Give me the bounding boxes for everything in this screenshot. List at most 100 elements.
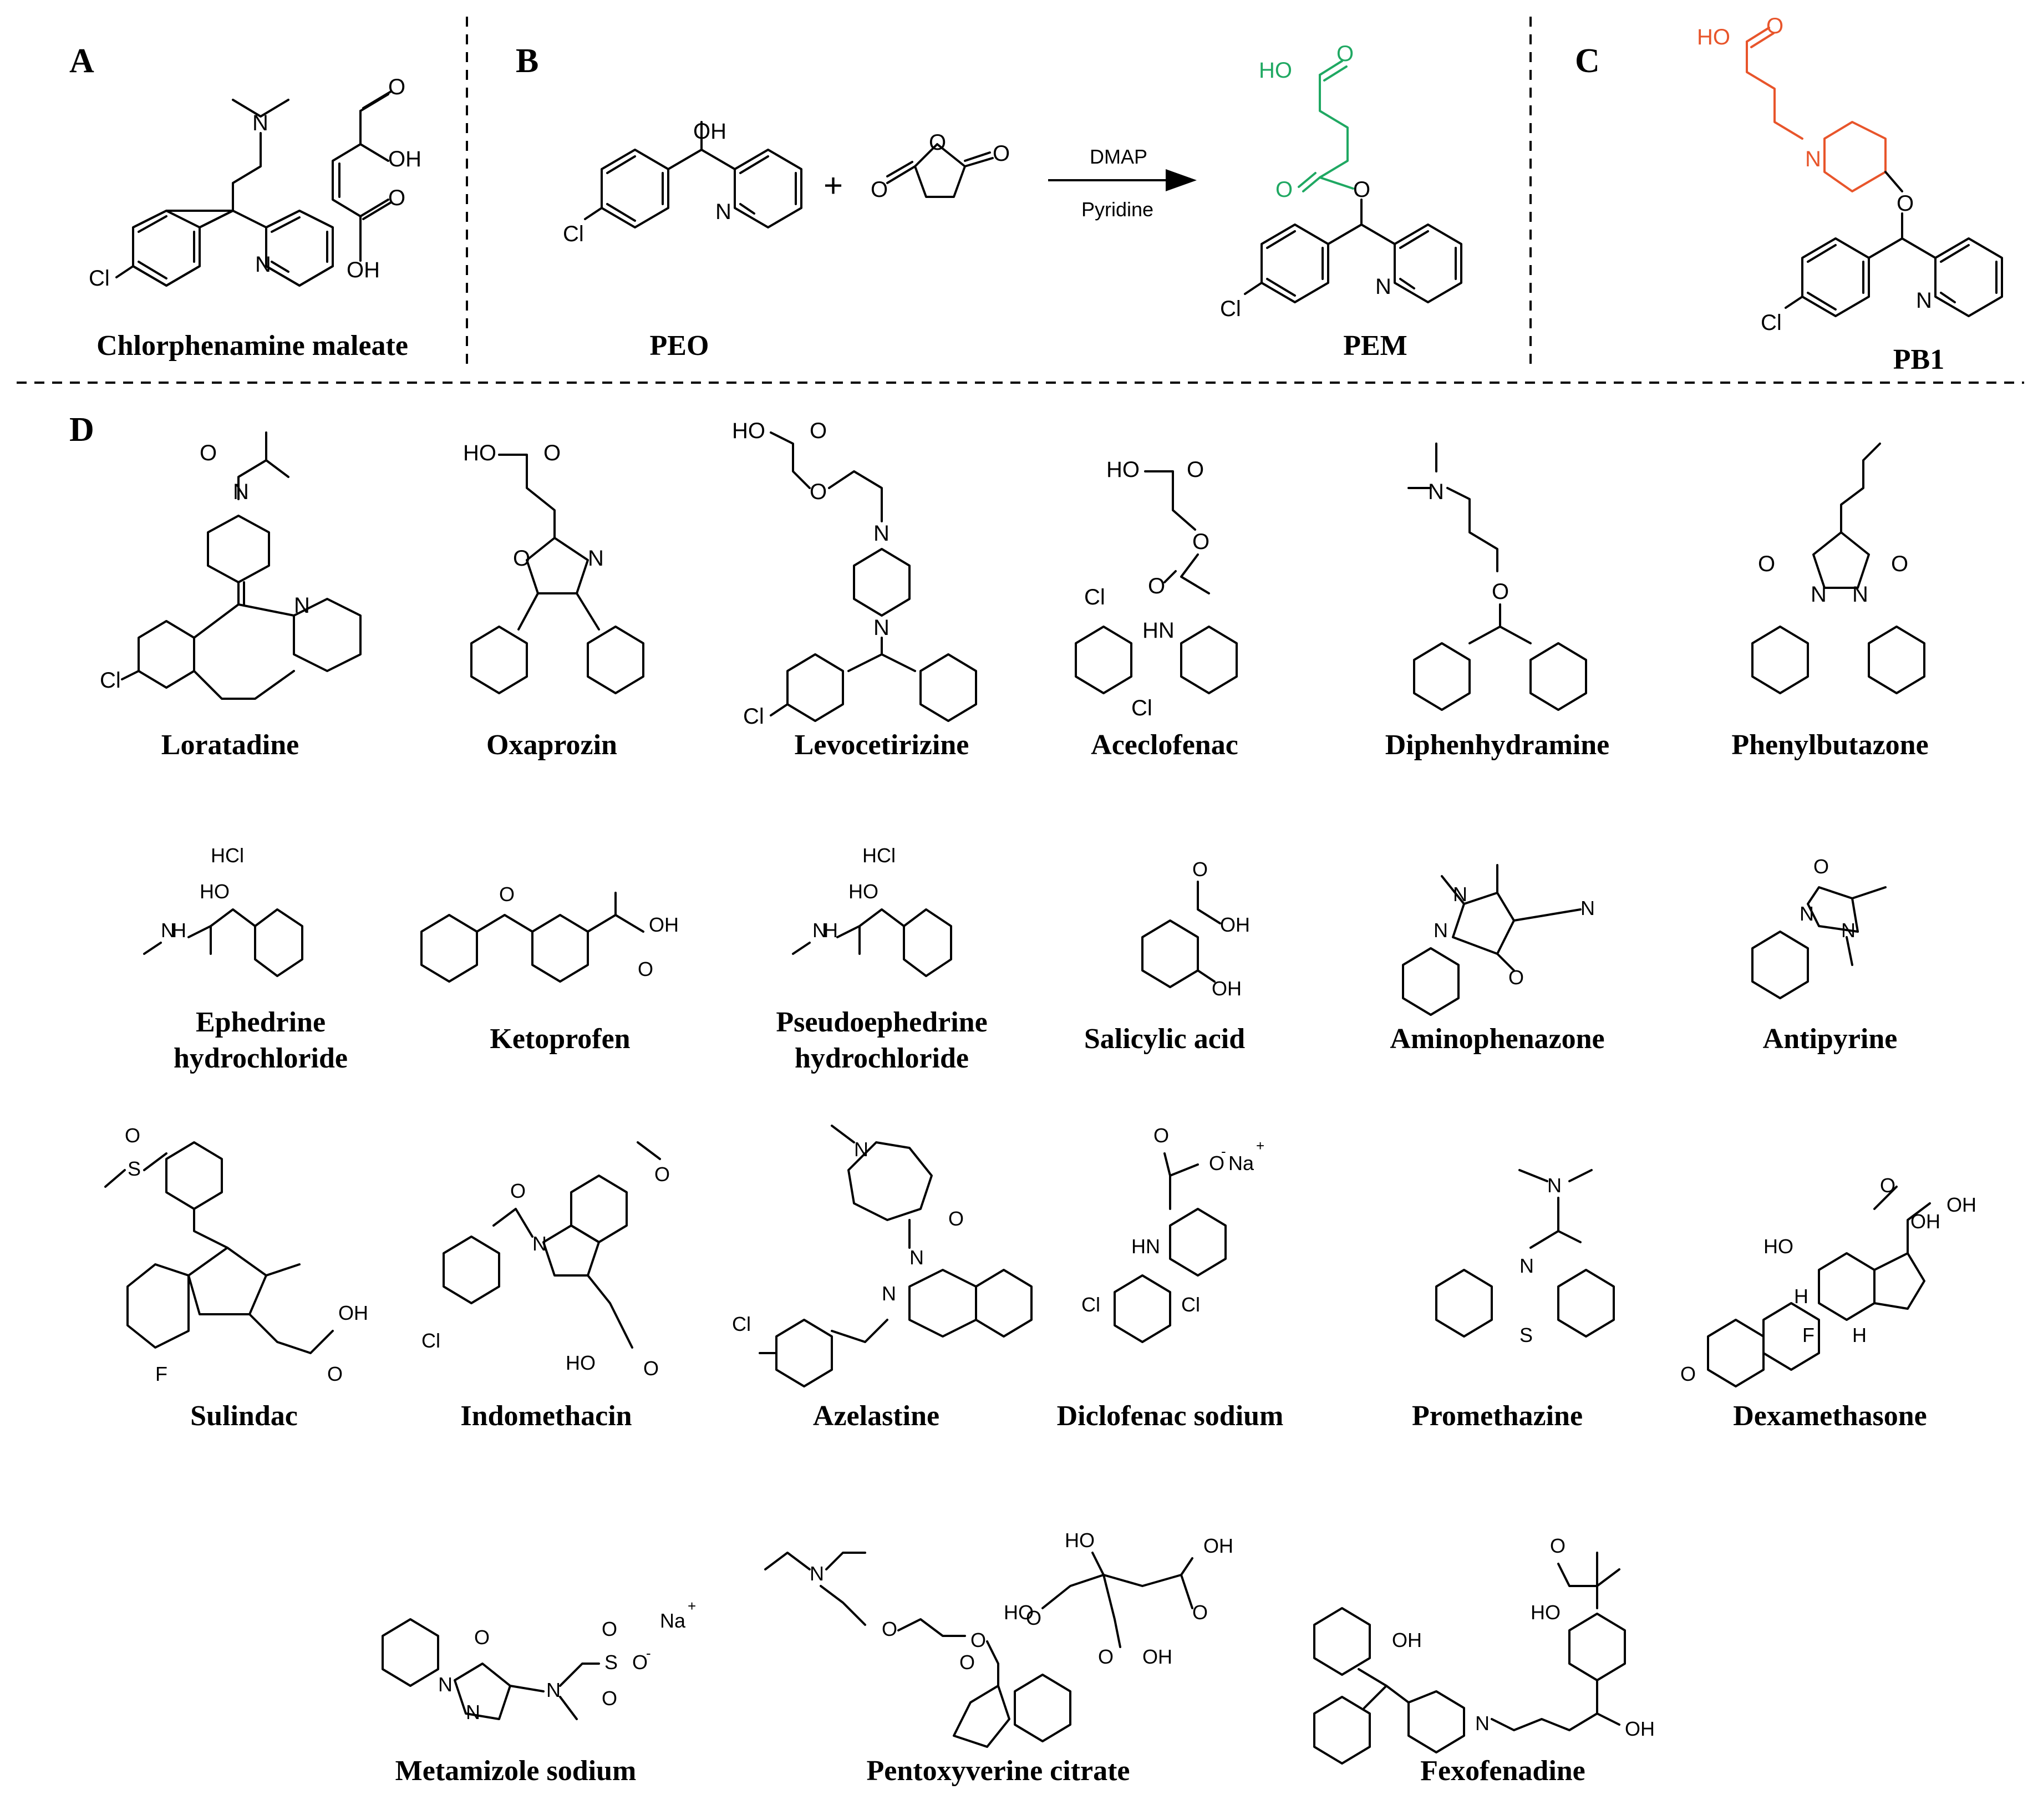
atom-label: O — [602, 1687, 617, 1710]
compound-name: Metamizole sodium — [395, 1755, 637, 1787]
atom-label: F — [155, 1363, 167, 1385]
compound-name: Ketoprofen — [490, 1023, 630, 1055]
atom-label: N — [873, 521, 890, 546]
antipyrine-structure: O N N — [1751, 855, 1887, 999]
atom-label: N — [1580, 897, 1595, 919]
atom-label: O — [543, 441, 561, 465]
atom-label: HCl — [211, 844, 244, 867]
atom-label: N — [882, 1282, 896, 1305]
atom-label: O — [959, 1651, 975, 1674]
atom-label: HO — [732, 419, 765, 443]
pem-structure: HO O O O Cl N — [1220, 42, 1462, 321]
atom-label: O — [1153, 1124, 1169, 1147]
atom-label: O — [388, 186, 405, 210]
compound-name: Sulindac — [190, 1400, 298, 1432]
reagent-dmap: DMAP — [1090, 145, 1147, 168]
atom-label: Cl — [1081, 1293, 1100, 1316]
atom-label: HO — [1004, 1601, 1034, 1624]
atom-label: N — [1428, 480, 1444, 504]
caption-chlorphenamine-maleate: Chlorphenamine maleate — [96, 330, 408, 362]
panel-c: C HO O N O Cl N PB1 — [1575, 14, 2003, 375]
reagent-pyridine: Pyridine — [1081, 198, 1153, 221]
atom-label: O — [643, 1357, 659, 1380]
pseudoephedrine-structure: HCl HO N H — [792, 844, 952, 977]
atom-label: O — [1192, 858, 1208, 881]
atom-charge: + — [1256, 1137, 1264, 1154]
compound-name: Levocetirizine — [795, 729, 969, 761]
compound-name: Aceclofenac — [1091, 729, 1238, 761]
atom-label: O — [1758, 552, 1775, 576]
compound-name: Pentoxyverine citrate — [866, 1755, 1130, 1787]
atom-label: F — [1802, 1324, 1815, 1346]
atom-label: O — [1813, 855, 1829, 878]
atom-label: N — [1475, 1712, 1490, 1735]
atom-label: HCl — [862, 844, 896, 867]
atom-label: OH — [1392, 1629, 1422, 1651]
atom-label: O — [1209, 1152, 1224, 1175]
atom-label: OH — [1946, 1193, 1976, 1216]
oxaprozin-structure: HO O O N — [463, 441, 644, 694]
loratadine-structure: O N N Cl — [100, 431, 362, 700]
atom-label: O — [970, 1629, 986, 1651]
atom-label: OH — [388, 147, 421, 171]
atom-label: O — [510, 1180, 526, 1202]
atom-label: N — [873, 616, 890, 640]
atom-label: O — [200, 441, 217, 465]
atom-label: O — [1026, 1607, 1041, 1629]
levocetirizine-structure: HO O O N N Cl — [732, 419, 977, 729]
atom-label: N — [812, 919, 827, 942]
atom-label: O — [929, 130, 946, 155]
atom-label: O — [1187, 457, 1204, 482]
atom-label: N — [715, 200, 731, 224]
atom-label: O — [602, 1618, 617, 1640]
aceclofenac-structure: HO O O O HN Cl Cl — [1075, 457, 1238, 720]
atom-label: N — [252, 111, 268, 135]
atom-label: HN — [1142, 618, 1175, 643]
atom-label: O — [499, 883, 515, 906]
atom-label: N — [1852, 582, 1868, 607]
atom-label: HO — [463, 441, 496, 465]
atom-label: OH — [1220, 913, 1250, 936]
compound-name: Aminophenazone — [1390, 1023, 1604, 1055]
atom-label: OH — [649, 913, 679, 936]
atom-label: O — [513, 546, 530, 571]
atom-label: O — [327, 1363, 343, 1385]
compound-name-line2: hydrochloride — [174, 1043, 348, 1074]
panel-letter-d: D — [69, 411, 94, 449]
atom-charge: + — [688, 1598, 696, 1614]
atom-label: Na — [1228, 1152, 1254, 1175]
atom-label: O — [871, 177, 888, 202]
atom-label: S — [1519, 1324, 1533, 1346]
dexamethasone-structure: O OH OH HO O F H H — [1680, 1174, 1976, 1387]
atom-label: O — [1766, 14, 1783, 38]
atom-label: N — [1375, 274, 1391, 299]
atom-label: O — [638, 958, 653, 980]
atom-charge: - — [1221, 1143, 1226, 1160]
atom-label: Cl — [743, 704, 764, 729]
atom-label: O — [1508, 966, 1524, 989]
panel-letter-c: C — [1575, 42, 1600, 80]
atom-label: N — [1916, 288, 1932, 313]
atom-label: N — [810, 1562, 824, 1585]
atom-label: O — [948, 1207, 964, 1230]
atom-label: OH — [1142, 1645, 1172, 1668]
atom-label: O — [1336, 42, 1354, 66]
atom-label: O — [810, 419, 827, 443]
panel-letter-a: A — [69, 42, 94, 80]
sulindac-structure: O S OH O F — [104, 1124, 368, 1385]
atom-label: Cl — [1084, 585, 1105, 609]
peo-structure: OH Cl N — [563, 119, 802, 246]
atom-label: OH — [1203, 1534, 1233, 1557]
atom-label: Cl — [563, 222, 584, 246]
pentoxyverine-structure: N O O O HO OH HO O O OH O — [764, 1529, 1233, 1748]
compound-name: Loratadine — [161, 729, 299, 761]
plus-sign: + — [824, 167, 843, 204]
atom-label: N — [1547, 1174, 1562, 1197]
atom-label: Cl — [421, 1329, 440, 1352]
atom-label: Na — [660, 1609, 686, 1632]
atom-label: Cl — [89, 266, 110, 291]
atom-label: O — [810, 480, 827, 504]
atom-label: O — [632, 1651, 648, 1674]
atom-label: O — [654, 1163, 670, 1186]
atom-label: HN — [1131, 1235, 1160, 1258]
